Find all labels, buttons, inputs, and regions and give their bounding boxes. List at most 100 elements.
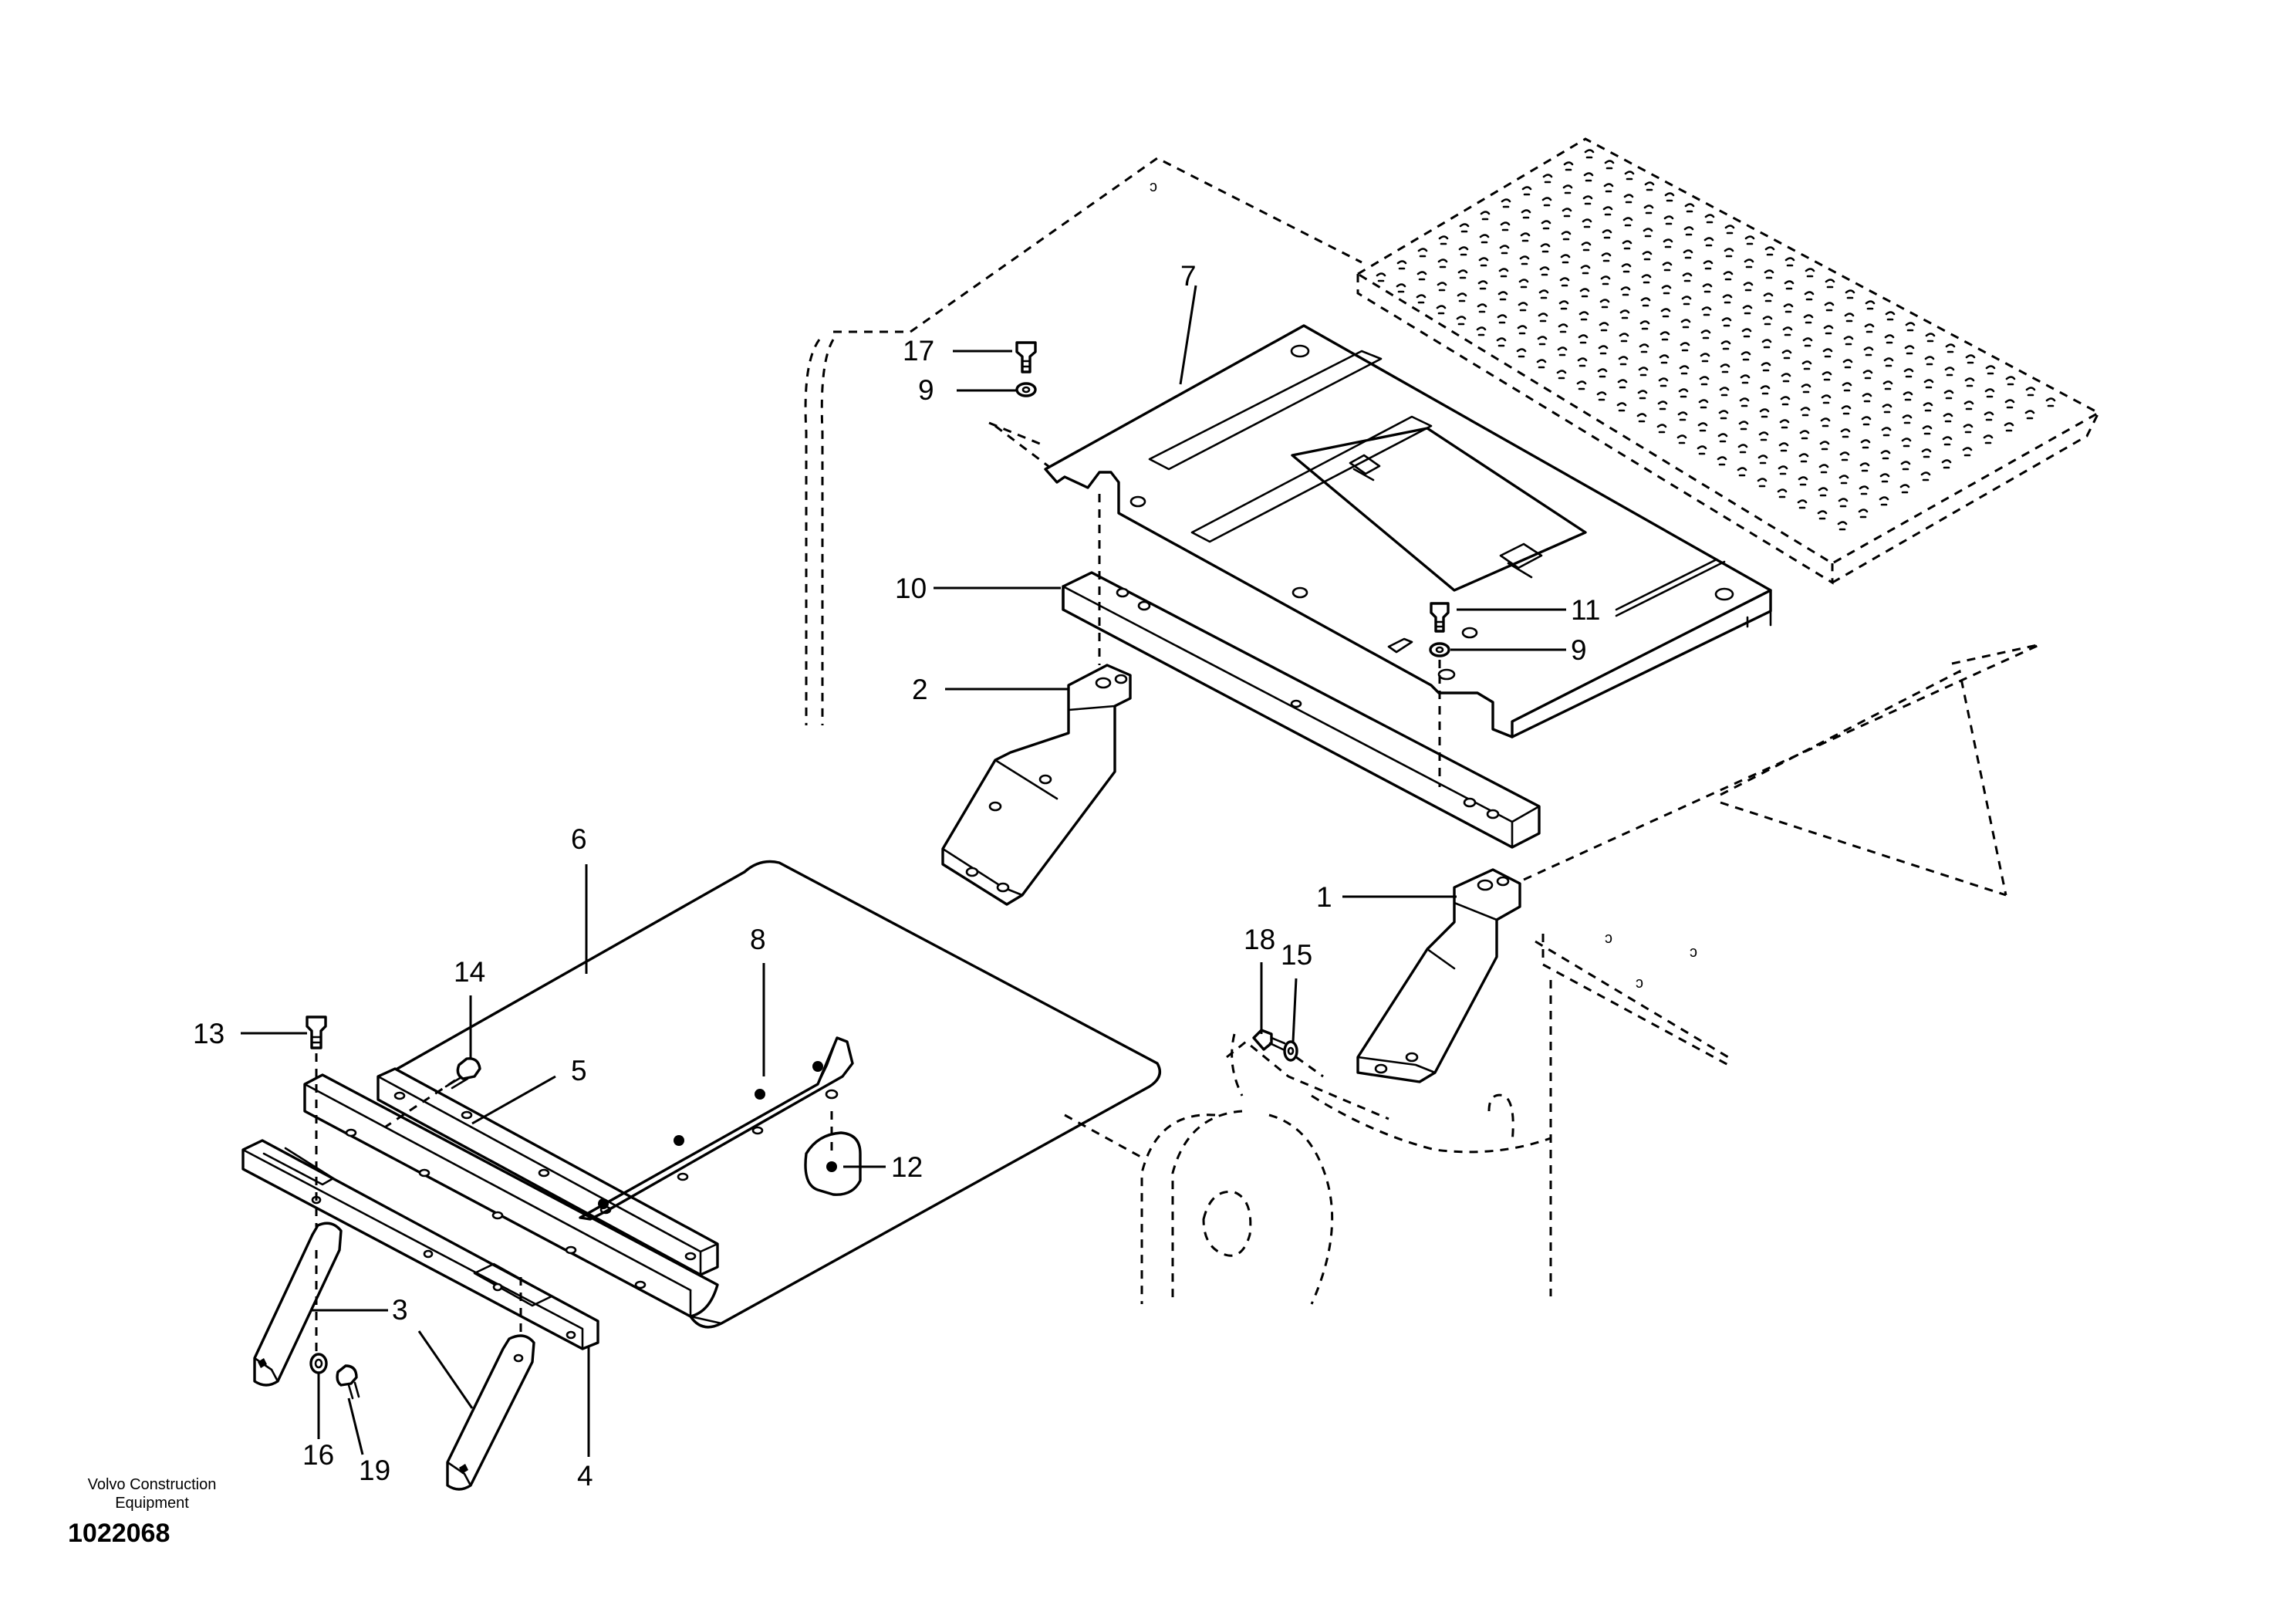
svg-text:ɔ: ɔ	[1636, 975, 1643, 992]
grating-hole	[1739, 397, 1750, 407]
grating-hole	[1841, 405, 1852, 415]
grating-hole	[1798, 476, 1808, 486]
grating-hole	[1576, 380, 1587, 390]
grating-hole	[1799, 430, 1810, 440]
grating-hole	[1597, 368, 1608, 378]
grating-hole	[1903, 368, 1914, 378]
part-2-bracket	[941, 664, 1132, 906]
grating-hole	[1699, 376, 1710, 386]
grating-hole	[1622, 240, 1633, 250]
grating-hole	[1599, 322, 1609, 332]
grating-hole	[1737, 467, 1747, 477]
grating-hole	[1623, 194, 1634, 204]
grating-hole	[1902, 414, 1913, 424]
grating-hole	[1822, 371, 1832, 381]
grating-hole	[1679, 365, 1690, 375]
grating-hole	[1624, 171, 1635, 181]
callout-19: 19	[359, 1455, 390, 1486]
grating-hole	[1438, 235, 1449, 245]
callout-6: 6	[571, 823, 587, 855]
grating-hole	[1845, 289, 1855, 299]
grating-hole	[1682, 272, 1693, 282]
grating-hole	[1941, 459, 1952, 469]
grating-hole	[1663, 238, 1673, 248]
grating-hole	[1639, 343, 1649, 353]
grating-hole	[1884, 334, 1895, 344]
grating-hole	[1521, 186, 1532, 196]
grating-hole	[1477, 303, 1487, 313]
grating-hole	[1596, 391, 1607, 401]
grating-hole	[1559, 277, 1570, 287]
grating-hole	[1697, 422, 1708, 432]
grating-hole	[1616, 402, 1627, 412]
grating-hole	[1478, 257, 1489, 267]
grating-hole	[1479, 234, 1490, 244]
background-step-grating	[1356, 137, 2102, 585]
grating-hole	[1499, 245, 1510, 255]
grating-hole	[1802, 337, 1813, 347]
grating-hole	[1801, 360, 1812, 370]
grating-hole	[1759, 408, 1770, 418]
grating-hole	[1700, 353, 1710, 363]
grating-hole	[1602, 206, 1613, 216]
callout-13: 13	[193, 1018, 225, 1049]
grating-hole	[1783, 303, 1794, 313]
grating-hole	[2025, 387, 2036, 397]
part-6-panel	[396, 860, 1161, 1329]
grating-hole	[1603, 183, 1614, 193]
grating-hole	[1644, 181, 1655, 191]
grating-hole	[1561, 231, 1572, 241]
grating-hole	[1660, 308, 1671, 318]
grating-hole	[1622, 217, 1633, 227]
svg-text:ɔ: ɔ	[1690, 944, 1697, 961]
grating-hole	[1562, 208, 1572, 218]
part-8-slide-rail	[579, 1036, 854, 1221]
grating-hole	[1496, 337, 1507, 347]
grating-hole	[1963, 400, 1974, 411]
grating-hole	[1598, 345, 1609, 355]
grating-hole	[1517, 325, 1528, 335]
grating-hole	[1661, 285, 1672, 295]
svg-text:ɔ: ɔ	[1605, 930, 1612, 947]
grating-hole	[1723, 271, 1734, 281]
grating-hole	[1436, 305, 1447, 315]
grating-hole	[1863, 346, 1874, 357]
grating-hole	[1582, 218, 1592, 228]
grating-hole	[1744, 235, 1755, 245]
callout-9-top: 9	[918, 374, 934, 406]
grating-hole	[1416, 271, 1427, 281]
grating-hole	[1844, 313, 1855, 323]
grating-hole	[1704, 214, 1715, 224]
grating-hole	[1702, 283, 1713, 293]
grating-hole	[1617, 379, 1628, 389]
grating-hole	[1676, 434, 1687, 444]
grating-hole	[1778, 442, 1789, 452]
grating-hole	[1563, 161, 1574, 171]
grating-hole	[1784, 257, 1795, 267]
grating-hole	[1703, 260, 1714, 270]
grating-hole	[1641, 274, 1652, 284]
grating-hole	[1779, 419, 1790, 429]
grating-hole	[1983, 434, 1994, 444]
grating-hole	[1677, 411, 1688, 421]
grating-hole	[1823, 325, 1834, 335]
grating-hole	[1865, 300, 1876, 310]
grating-hole	[1539, 266, 1550, 276]
grating-hole	[1717, 456, 1727, 466]
grating-hole	[1761, 339, 1772, 349]
grating-hole	[1500, 221, 1511, 231]
grating-hole	[1521, 209, 1531, 219]
grating-hole	[1724, 225, 1735, 235]
grating-hole	[1718, 410, 1729, 420]
grating-hole	[1416, 294, 1427, 304]
callout-4: 4	[577, 1460, 593, 1492]
fastener-19-bolt	[336, 1364, 360, 1400]
grating-hole	[1920, 471, 1931, 482]
grating-hole	[1620, 286, 1631, 296]
callout-11: 11	[1571, 594, 1600, 626]
grating-hole	[1584, 149, 1595, 159]
callout-8: 8	[750, 924, 766, 955]
grating-hole	[1658, 377, 1669, 387]
grating-hole	[1678, 388, 1689, 398]
